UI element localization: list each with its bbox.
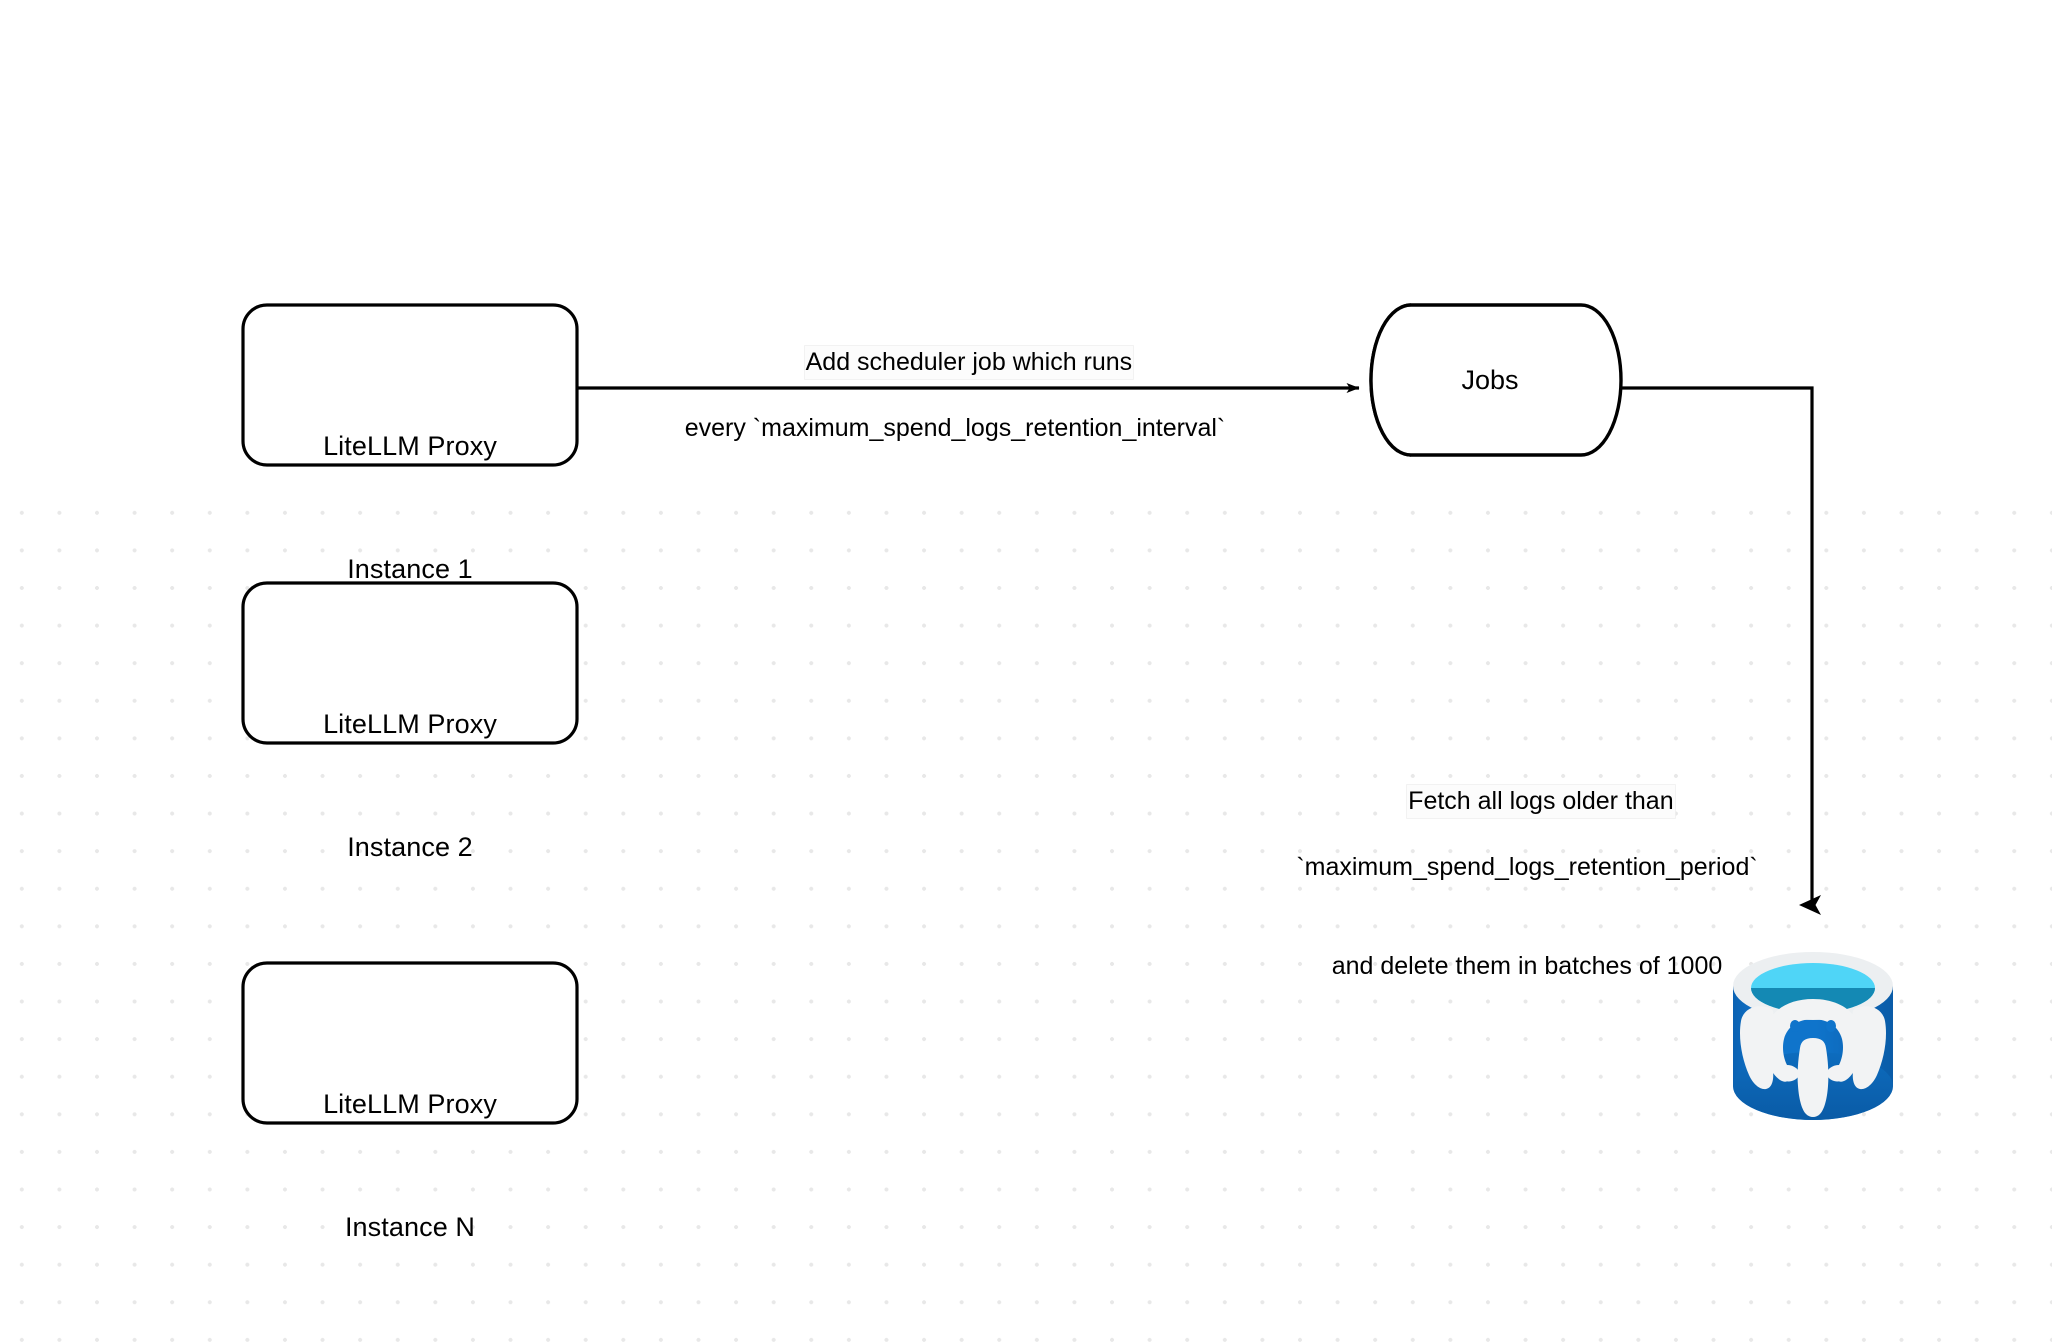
node-proxy-instance-n[interactable] <box>241 961 579 1125</box>
proxy-instance-2-box[interactable] <box>241 581 579 745</box>
node-proxy-instance-2[interactable] <box>241 581 579 745</box>
proxy-instance-1-label-line2: Instance 1 <box>347 554 473 584</box>
jobs-node-label: Jobs <box>1461 365 1519 395</box>
proxy-instance-2-label-line2: Instance 2 <box>347 832 473 862</box>
proxy-instance-1-label: LiteLLM Proxy Instance 1 <box>243 344 577 584</box>
edge-scheduler-job-label: Add scheduler job which runs every `maxi… <box>605 313 1305 511</box>
postgresql-elephant-icon <box>1739 999 1887 1117</box>
proxy-instance-n-label-line2: Instance N <box>344 1212 476 1242</box>
proxy-instance-n-label-line1: LiteLLM Proxy <box>323 1089 497 1119</box>
edge-fetch-and-delete-label: Fetch all logs older than `maximum_spend… <box>1242 752 1812 1049</box>
edge-scheduler-job-label-line1: Add scheduler job which runs <box>804 346 1134 379</box>
edge-scheduler-job-label-line2: every `maximum_spend_logs_retention_inte… <box>684 414 1226 442</box>
edge-fetch-and-delete[interactable] <box>1621 386 1821 915</box>
proxy-instance-2-label: LiteLLM Proxy Instance 2 <box>243 622 577 862</box>
jobs-cylinder-cap <box>1369 303 1412 457</box>
proxy-instance-1-label-line1: LiteLLM Proxy <box>323 431 497 461</box>
edge-fetch-and-delete-line <box>1621 386 1821 915</box>
postgres-elephant-eyes <box>1790 1020 1836 1032</box>
edge-fetch-and-delete-label-line2: `maximum_spend_logs_retention_period` <box>1296 853 1758 881</box>
proxy-instance-1-box[interactable] <box>241 303 579 467</box>
proxy-instance-2-label-line1: LiteLLM Proxy <box>323 709 497 739</box>
edge-fetch-and-delete-label-line3: and delete them in batches of 1000 <box>1331 952 1723 980</box>
node-jobs-datastore[interactable] <box>1369 303 1623 457</box>
edge-fetch-and-delete-label-line1: Fetch all logs older than <box>1407 785 1675 818</box>
node-proxy-instance-1[interactable] <box>241 303 579 467</box>
proxy-instance-n-box[interactable] <box>241 961 579 1125</box>
proxy-instance-n-label: LiteLLM Proxy Instance N <box>243 1002 577 1242</box>
node-postgres-database[interactable] <box>1733 952 1893 1120</box>
